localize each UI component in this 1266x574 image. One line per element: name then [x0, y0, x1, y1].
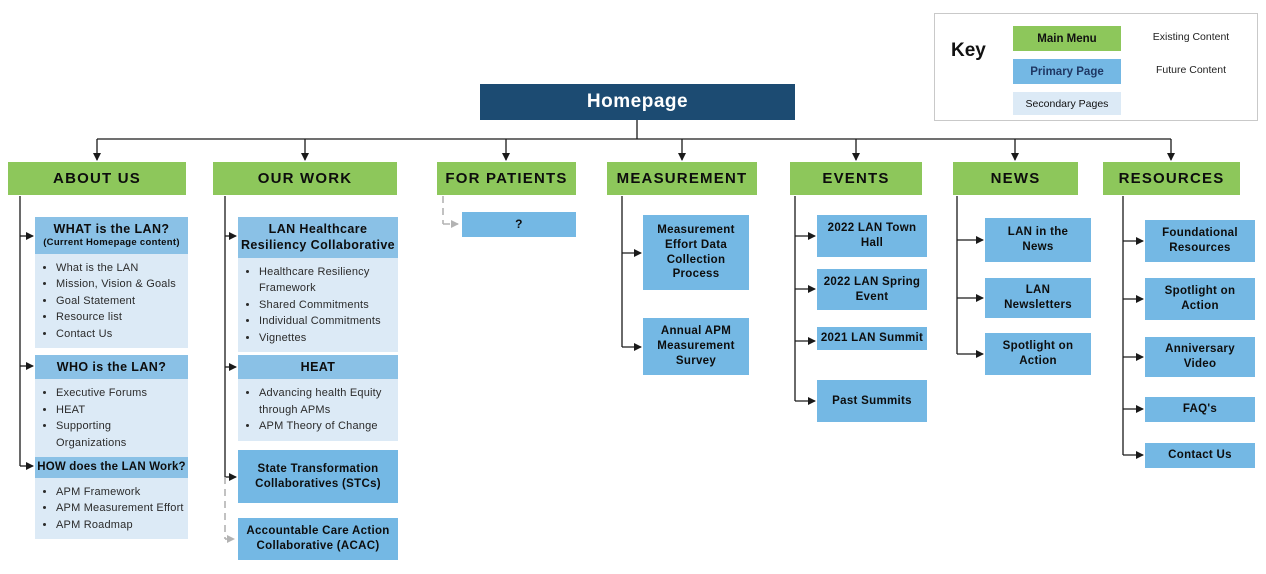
main-menu-events: EVENTS	[790, 162, 922, 195]
key-existing-content-label: Existing Content	[1152, 31, 1230, 43]
section-lan-healthcare-resiliency: LAN Healthcare Resiliency Collaborative …	[238, 217, 398, 352]
town-hall-label: 2022 LAN Town Hall	[827, 222, 917, 249]
page-contact-us: Contact Us	[1145, 443, 1255, 468]
page-lan-in-the-news: LAN in the News	[985, 218, 1091, 262]
section-who-body: Executive Forums HEAT Supporting Organiz…	[35, 379, 188, 458]
main-menu-measurement: MEASUREMENT	[607, 162, 757, 195]
bullet-item: APM Theory of Change	[259, 418, 394, 435]
foundational-resources-label: Foundational Resources	[1162, 227, 1238, 254]
stc-label: State Transformation Collaboratives (STC…	[255, 462, 381, 490]
bullet-item: Shared Commitments	[259, 297, 394, 314]
section-what-subtitle: (Current Homepage content)	[43, 237, 180, 249]
page-news-spotlight-on-action: Spotlight on Action	[985, 333, 1091, 375]
key-title: Key	[951, 40, 986, 61]
section-what-title: WHAT is the LAN?	[53, 222, 170, 236]
bullet-item: Executive Forums	[56, 385, 184, 402]
main-menu-our-work: OUR WORK	[213, 162, 397, 195]
section-how-does-the-lan-work: HOW does the LAN Work? APM Framework APM…	[35, 457, 188, 540]
page-foundational-resources: Foundational Resources	[1145, 220, 1255, 262]
main-menu-about-us: ABOUT US	[8, 162, 186, 195]
page-2021-lan-summit: 2021 LAN Summit	[817, 327, 927, 350]
page-annual-apm-measurement-survey: Annual APM Measurement Survey	[643, 318, 749, 375]
page-2022-lan-spring-event: 2022 LAN Spring Event	[817, 269, 927, 310]
page-2022-lan-town-hall: 2022 LAN Town Hall	[817, 215, 927, 257]
section-who-title: WHO is the LAN?	[56, 360, 167, 374]
page-accountable-care-action-collaborative: Accountable Care Action Collaborative (A…	[238, 518, 398, 560]
section-heat-header: HEAT	[238, 355, 398, 380]
homepage-label: Homepage	[586, 91, 689, 112]
bullet-item: Mission, Vision & Goals	[56, 276, 184, 293]
lan-in-news-label: LAN in the News	[1007, 226, 1069, 253]
news-label: NEWS	[990, 170, 1041, 187]
section-resiliency-header: LAN Healthcare Resiliency Collaborative	[238, 217, 398, 258]
key-primary-page-swatch: Primary Page	[1013, 59, 1121, 84]
bullet-item: APM Roadmap	[56, 517, 184, 534]
key-main-menu-swatch: Main Menu	[1013, 26, 1121, 51]
page-resources-spotlight-on-action: Spotlight on Action	[1145, 278, 1255, 320]
section-who-is-the-lan: WHO is the LAN? Executive Forums HEAT Su…	[35, 355, 188, 458]
section-how-title: HOW does the LAN Work?	[37, 461, 186, 473]
bullet-item: Resource list	[56, 309, 184, 326]
section-how-header: HOW does the LAN Work?	[35, 457, 188, 478]
bullet-item: APM Measurement Effort	[56, 500, 184, 517]
bullet-item: Supporting Organizations	[56, 418, 184, 451]
page-for-patients-future: ?	[462, 212, 576, 237]
future-page-label: ?	[515, 216, 523, 231]
bullet-item: Advancing health Equity through APMs	[259, 385, 394, 418]
section-what-body: What is the LAN Mission, Vision & Goals …	[35, 253, 188, 349]
key-legend: Key Main Menu Primary Page Secondary Pag…	[934, 13, 1258, 121]
for-patients-label: FOR PATIENTS	[445, 170, 568, 187]
section-heat-title: HEAT	[300, 360, 336, 374]
bullet-item: Contact Us	[56, 326, 184, 343]
key-secondary-pages-label: Secondary Pages	[1025, 97, 1109, 110]
page-measurement-effort-data-collection: Measurement Effort Data Collection Proce…	[643, 215, 749, 290]
section-heat-body: Advancing health Equity through APMs APM…	[238, 379, 398, 441]
newsletters-label: LAN Newsletters	[1004, 284, 1072, 311]
section-what-is-the-lan: WHAT is the LAN? (Current Homepage conte…	[35, 217, 188, 349]
bullet-item: APM Framework	[56, 484, 184, 501]
past-summits-label: Past Summits	[832, 394, 912, 407]
bullet-item: What is the LAN	[56, 260, 184, 277]
key-secondary-pages-swatch: Secondary Pages	[1013, 92, 1121, 115]
apm-survey-label: Annual APM Measurement Survey	[657, 325, 735, 367]
section-how-body: APM Framework APM Measurement Effort APM…	[35, 477, 188, 540]
about-us-label: ABOUT US	[53, 170, 141, 187]
news-spotlight-label: Spotlight on Action	[1002, 340, 1074, 367]
section-what-header: WHAT is the LAN? (Current Homepage conte…	[35, 217, 188, 254]
key-primary-page-label: Primary Page	[1030, 65, 1104, 78]
page-lan-newsletters: LAN Newsletters	[985, 278, 1091, 318]
page-past-summits: Past Summits	[817, 380, 927, 422]
bullet-item: HEAT	[56, 402, 184, 419]
bullet-item: Healthcare Resiliency Framework	[259, 264, 394, 297]
key-main-menu-label: Main Menu	[1037, 32, 1097, 45]
spring-event-label: 2022 LAN Spring Event	[823, 275, 921, 303]
bullet-item: Vignettes	[259, 330, 394, 347]
section-resiliency-body: Healthcare Resiliency Framework Shared C…	[238, 257, 398, 352]
contact-us-label: Contact Us	[1168, 449, 1232, 462]
homepage-box: Homepage	[480, 84, 795, 120]
main-menu-resources: RESOURCES	[1103, 162, 1240, 195]
resources-spotlight-label: Spotlight on Action	[1164, 285, 1236, 312]
events-label: EVENTS	[822, 170, 890, 187]
section-who-header: WHO is the LAN?	[35, 355, 188, 380]
summit-label: 2021 LAN Summit	[820, 332, 924, 345]
faqs-label: FAQ's	[1182, 403, 1218, 416]
key-future-content-label: Future Content	[1155, 64, 1227, 76]
bullet-item: Individual Commitments	[259, 313, 394, 330]
bullet-item: Goal Statement	[56, 293, 184, 310]
acac-label: Accountable Care Action Collaborative (A…	[246, 525, 390, 552]
main-menu-for-patients: FOR PATIENTS	[437, 162, 576, 195]
page-state-transformation-collaboratives: State Transformation Collaboratives (STC…	[238, 450, 398, 503]
section-heat: HEAT Advancing health Equity through APM…	[238, 355, 398, 441]
measurement-label: MEASUREMENT	[616, 170, 748, 187]
our-work-label: OUR WORK	[257, 170, 353, 187]
resources-label: RESOURCES	[1118, 170, 1225, 187]
page-anniversary-video: Anniversary Video	[1145, 337, 1255, 377]
main-menu-news: NEWS	[953, 162, 1078, 195]
page-faqs: FAQ's	[1145, 397, 1255, 422]
section-resiliency-title: LAN Healthcare Resiliency Collaborative	[240, 222, 396, 253]
anniversary-video-label: Anniversary Video	[1165, 343, 1235, 370]
data-collection-label: Measurement Effort Data Collection Proce…	[657, 223, 735, 281]
